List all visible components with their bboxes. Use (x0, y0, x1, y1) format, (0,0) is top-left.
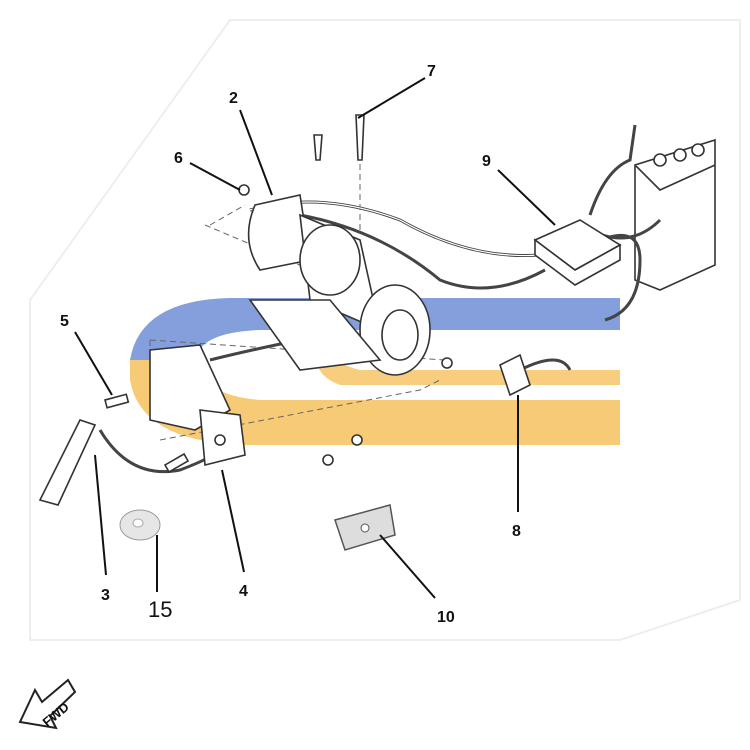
forward-direction-arrow: FWD (18, 678, 77, 730)
part-15-washer (119, 509, 161, 541)
callout-2: 2 (229, 90, 238, 107)
mount-bracket (149, 344, 246, 467)
callout-10: 10 (437, 609, 455, 626)
callout-7: 7 (427, 63, 436, 80)
background-frame (29, 19, 741, 641)
control-box (533, 219, 622, 286)
rocker-switch (499, 353, 531, 397)
part-10-remote (334, 504, 396, 551)
cable-end (38, 419, 97, 506)
leader-lines (74, 77, 556, 599)
battery (634, 138, 716, 291)
callout-8: 8 (512, 523, 521, 540)
callout-3: 3 (101, 587, 110, 604)
fasteners (104, 114, 453, 474)
callout-4: 4 (239, 583, 248, 600)
watermark-orange-band (130, 360, 620, 445)
callout-9: 9 (482, 153, 491, 170)
callout-6: 6 (174, 150, 183, 167)
winch-motor (247, 194, 431, 376)
callout-5: 5 (60, 313, 69, 330)
callout-15: 15 (148, 597, 172, 622)
